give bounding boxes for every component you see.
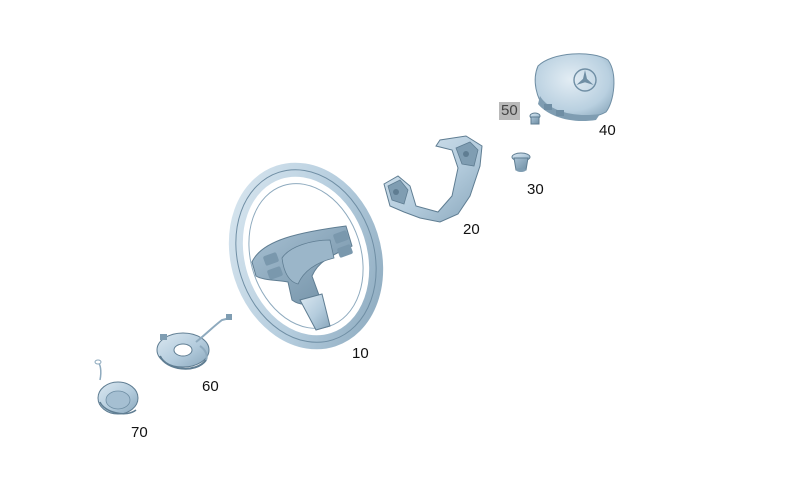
callout-40[interactable]: 40 — [599, 122, 616, 139]
airbag-module-part[interactable] — [534, 53, 615, 122]
callout-70[interactable]: 70 — [131, 424, 148, 441]
callout-10[interactable]: 10 — [352, 345, 369, 362]
callout-50-selected[interactable]: 50 — [499, 102, 520, 120]
callout-60[interactable]: 60 — [202, 378, 219, 395]
star-logo-icon — [573, 68, 597, 92]
sensor-module-part[interactable] — [94, 359, 139, 415]
steering-wheel-part[interactable] — [214, 151, 398, 360]
callout-30[interactable]: 30 — [527, 181, 544, 198]
callout-20[interactable]: 20 — [463, 221, 480, 238]
screw-part[interactable] — [511, 152, 531, 172]
switch-carrier-part[interactable] — [383, 135, 483, 223]
bolt-part[interactable] — [529, 112, 541, 125]
clock-spring-part[interactable] — [156, 314, 232, 370]
